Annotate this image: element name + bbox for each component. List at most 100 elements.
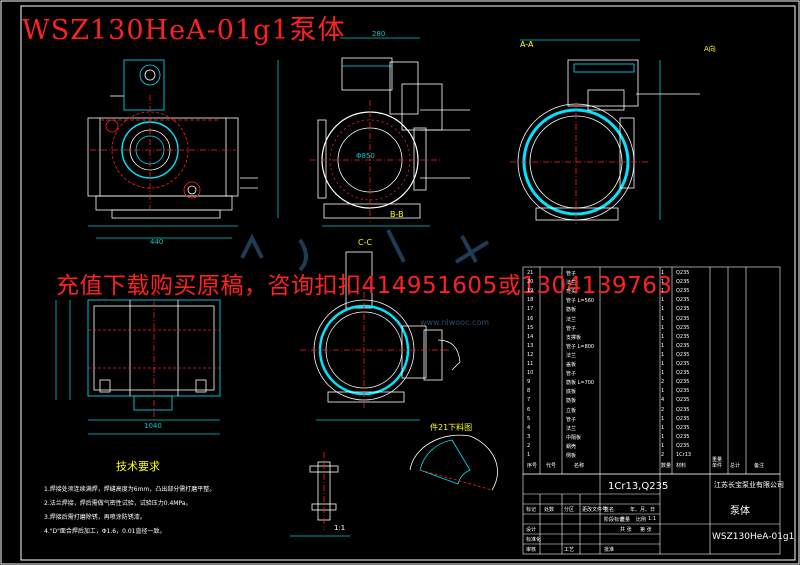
title-block-label: 第 张: [640, 527, 652, 533]
bom-cell-name: 法兰: [566, 280, 577, 287]
bom-cell-qty: 1: [661, 433, 665, 440]
bom-cell-mat: Q235: [676, 424, 690, 431]
tech-note: 2.法兰焊接，焊后需做气密性试验，试验压力0.4MPa。: [44, 500, 192, 507]
bom-cell-mat: Q235: [676, 379, 690, 386]
bom-header-code: 代号: [546, 463, 557, 469]
bom-cell-qty: 2: [661, 452, 665, 458]
title-block-label: 审核: [526, 547, 537, 553]
title-block-label: 标记: [526, 507, 537, 513]
bom-cell-qty: 1: [661, 442, 665, 449]
bom-cell-qty: 1: [661, 315, 665, 322]
watermark-url: www.nlwooc.com: [420, 318, 490, 327]
section-a-view: [510, 39, 700, 224]
bom-cell-name: 侧板: [566, 453, 577, 459]
top-view: [55, 290, 221, 435]
inner-border: [20, 5, 796, 561]
bom-cell-qty: 4: [661, 397, 665, 404]
bom-cell-qty: 1: [661, 424, 665, 431]
tech-note: 1.焊接处须连续满焊，焊缝高度为6mm，凸出部分需打磨平整。: [44, 486, 216, 493]
part21-label: 件21下料图: [430, 423, 473, 432]
bom-header-weight: 重量: [712, 457, 723, 463]
bom-table: [522, 266, 781, 475]
bom-cell-name: 管子: [566, 325, 577, 332]
bom-cell-qty: 1: [661, 279, 665, 286]
section-b-label: B-B: [390, 210, 404, 219]
front-view: [87, 59, 258, 239]
bom-cell-no: 15: [527, 324, 534, 331]
bom-cell-mat: Q235: [676, 433, 690, 440]
bom-cell-no: 8: [527, 388, 531, 395]
bom-header-qty: 数量: [661, 463, 672, 469]
bom-header-total: 总计: [730, 463, 741, 469]
bom-cell-mat: Q235: [676, 397, 690, 404]
bom-header-remark: 备注: [754, 463, 765, 469]
bom-cell-name: 管子 L=800: [566, 343, 595, 350]
download-contact-text: 充值下载购买原稿，咨询扣扣414951605或1304139763: [56, 273, 673, 299]
bom-header-mat: 材料: [676, 463, 687, 469]
bom-cell-qty: 1: [661, 324, 665, 331]
bom-cell-no: 16: [527, 315, 534, 322]
bom-header: 序号 代号 名称 数量 材料 单件 总计 备注: [524, 462, 780, 471]
bom-cell-mat: Q235: [676, 333, 690, 340]
bom-cell-no: 14: [527, 333, 534, 340]
bom-header-no: 序号: [527, 463, 538, 469]
tech-note: 3.焊接后需打磨除锈，再喷涂防锈漆。: [44, 514, 146, 521]
title-block: [522, 473, 781, 555]
drawing-title: WSZ130HeA-01g1泵体: [22, 15, 346, 46]
bom-cell-no: 20: [527, 279, 534, 286]
bom-cell-name: 筋板: [566, 307, 577, 314]
bom-cell-name: 管子: [566, 416, 577, 423]
title-block-label: 阶段标记: [604, 517, 625, 523]
title-block-label: 批准: [604, 547, 615, 553]
scale-cell: 1:1: [648, 516, 657, 522]
bom-cell-mat: Q235: [676, 415, 690, 422]
bom-cell-no: 7: [527, 397, 531, 404]
bom-cell-qty: 1: [661, 370, 665, 377]
bom-cell-no: 11: [527, 361, 534, 367]
title-block-label: 共 张: [620, 527, 632, 533]
bom-cell-name: 管子: [566, 371, 577, 378]
part21-view: [290, 434, 498, 537]
bom-row: 1 侧板 2 1Cr13: [524, 452, 780, 461]
bom-cell-name: 筋板 L=700: [566, 380, 595, 387]
bom-cell-qty: 1: [661, 306, 665, 313]
dim-left-2: Φ850: [356, 152, 375, 160]
bom-cell-qty: 1: [661, 333, 665, 340]
bom-cell-name: 蜗壳: [566, 443, 577, 450]
bom-cell-mat: Q235: [676, 270, 690, 276]
bom-cell-qty: 1: [661, 297, 665, 304]
dim-left-1: 280: [372, 30, 386, 38]
bom-cell-no: 1: [527, 452, 531, 458]
bom-cell-qty: 1: [661, 288, 665, 295]
bom-cell-mat: Q235: [676, 306, 690, 313]
bom-cell-no: 5: [527, 415, 531, 422]
part-name: 泵体: [730, 506, 750, 517]
bom-cell-name: 盖板: [566, 362, 577, 368]
bom-cell-name: 管子 L=560: [566, 298, 595, 305]
bom-cell-qty: 2: [661, 379, 665, 386]
section-c-view: [300, 251, 461, 421]
dim-front-2: 1040: [144, 422, 162, 430]
bom-header-name: 名称: [574, 463, 585, 469]
title-block-label: 重量: [620, 517, 631, 523]
title-block-label: 设计: [526, 527, 537, 533]
title-block-label: 分区: [564, 507, 575, 513]
bom-cell-no: 3: [527, 433, 531, 440]
bom-cell-mat: 1Cr13: [676, 452, 692, 458]
title-block-label: 比例: [636, 517, 647, 523]
